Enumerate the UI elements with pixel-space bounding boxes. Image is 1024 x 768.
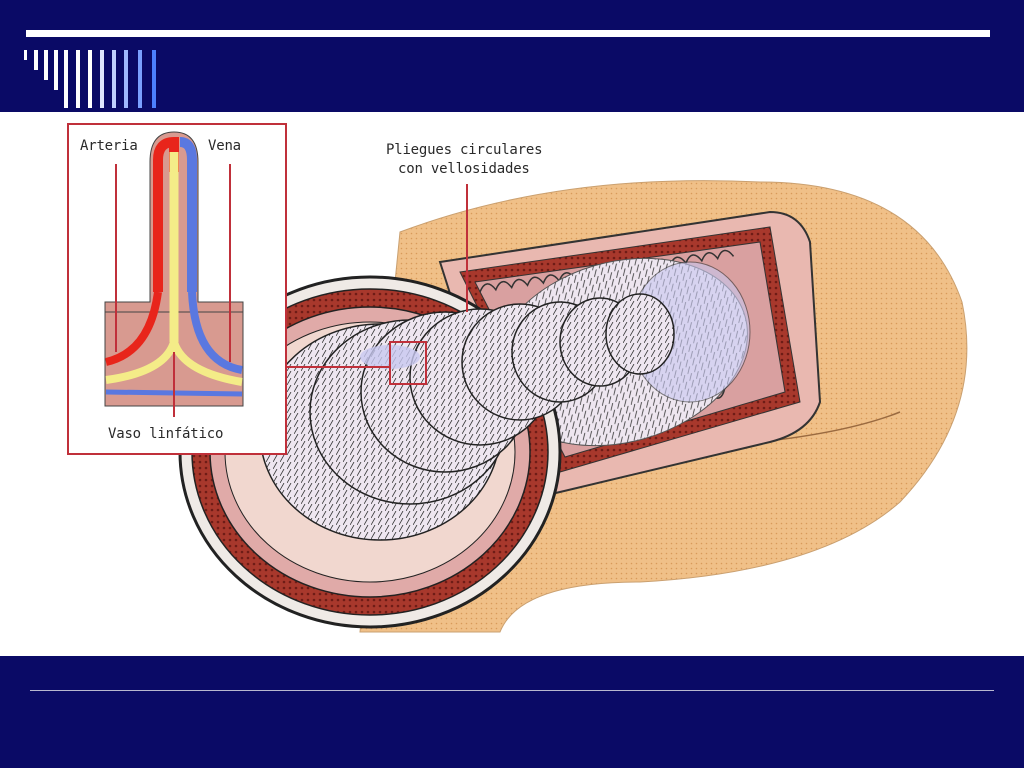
intestine-illustration: Arteria Vena Vaso linfático Pliegues cir… <box>0 112 1024 656</box>
footer-rule <box>30 690 994 691</box>
detail-marker <box>389 341 427 385</box>
label-artery: Arteria <box>80 138 138 154</box>
intestine-svg <box>67 123 968 633</box>
label-circular-folds-2: con vellosidades <box>398 161 530 177</box>
villus-drawing <box>104 131 244 417</box>
label-vein: Vena <box>208 138 241 154</box>
label-circular-folds-1: Pliegues circulares <box>386 142 543 158</box>
circular-folds <box>259 293 675 541</box>
footer-band <box>0 656 1024 768</box>
label-lymph-vessel: Vaso linfático <box>108 426 224 442</box>
header-band <box>0 0 1024 112</box>
header-rule <box>26 30 990 37</box>
